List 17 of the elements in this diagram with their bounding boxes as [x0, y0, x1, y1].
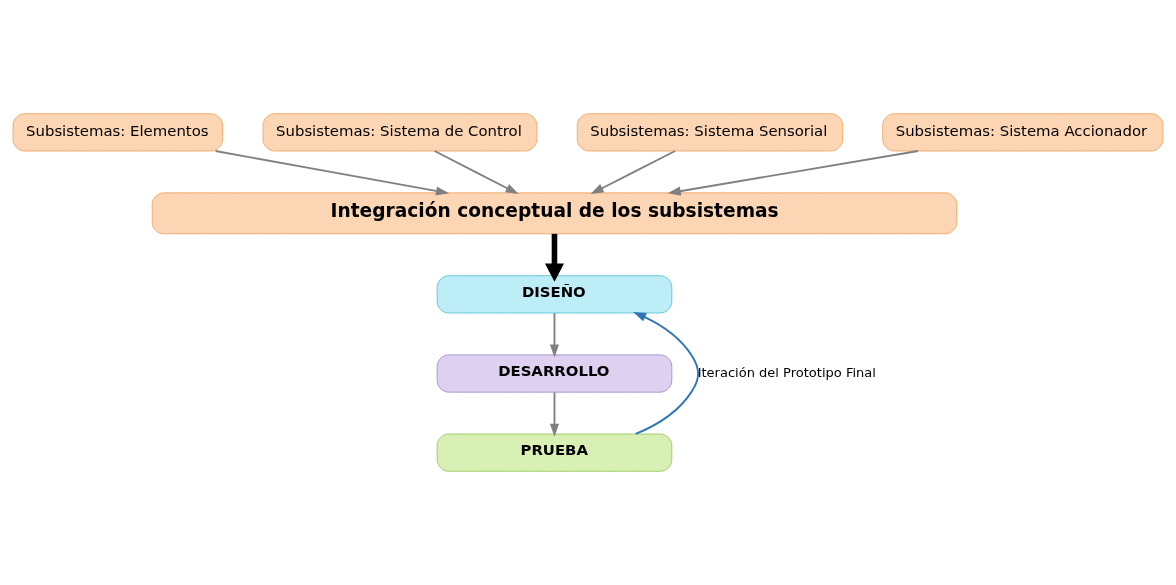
arrow	[433, 150, 519, 195]
node-box: Integración conceptual de los subsistemas	[151, 192, 958, 235]
node-box: Subsistemas: Elementos	[12, 113, 223, 152]
node-box: Subsistemas: Sistema Accionador	[882, 113, 1164, 152]
node-box: DESARROLLO	[436, 354, 673, 393]
arrow	[590, 150, 676, 195]
arrow	[549, 312, 560, 358]
node-box: Subsistemas: Sistema de Control	[262, 113, 538, 152]
arrow	[633, 311, 700, 435]
node-box: PRUEBA	[436, 433, 673, 472]
node-box: DISEÑO	[436, 275, 673, 314]
arrow	[214, 150, 450, 196]
arrow	[667, 150, 919, 196]
arrow	[549, 391, 560, 437]
node-box: Subsistemas: Sistema Sensorial	[576, 113, 844, 152]
arrow	[544, 233, 564, 282]
edge-label: Iteración del Prototipo Final	[697, 364, 876, 380]
